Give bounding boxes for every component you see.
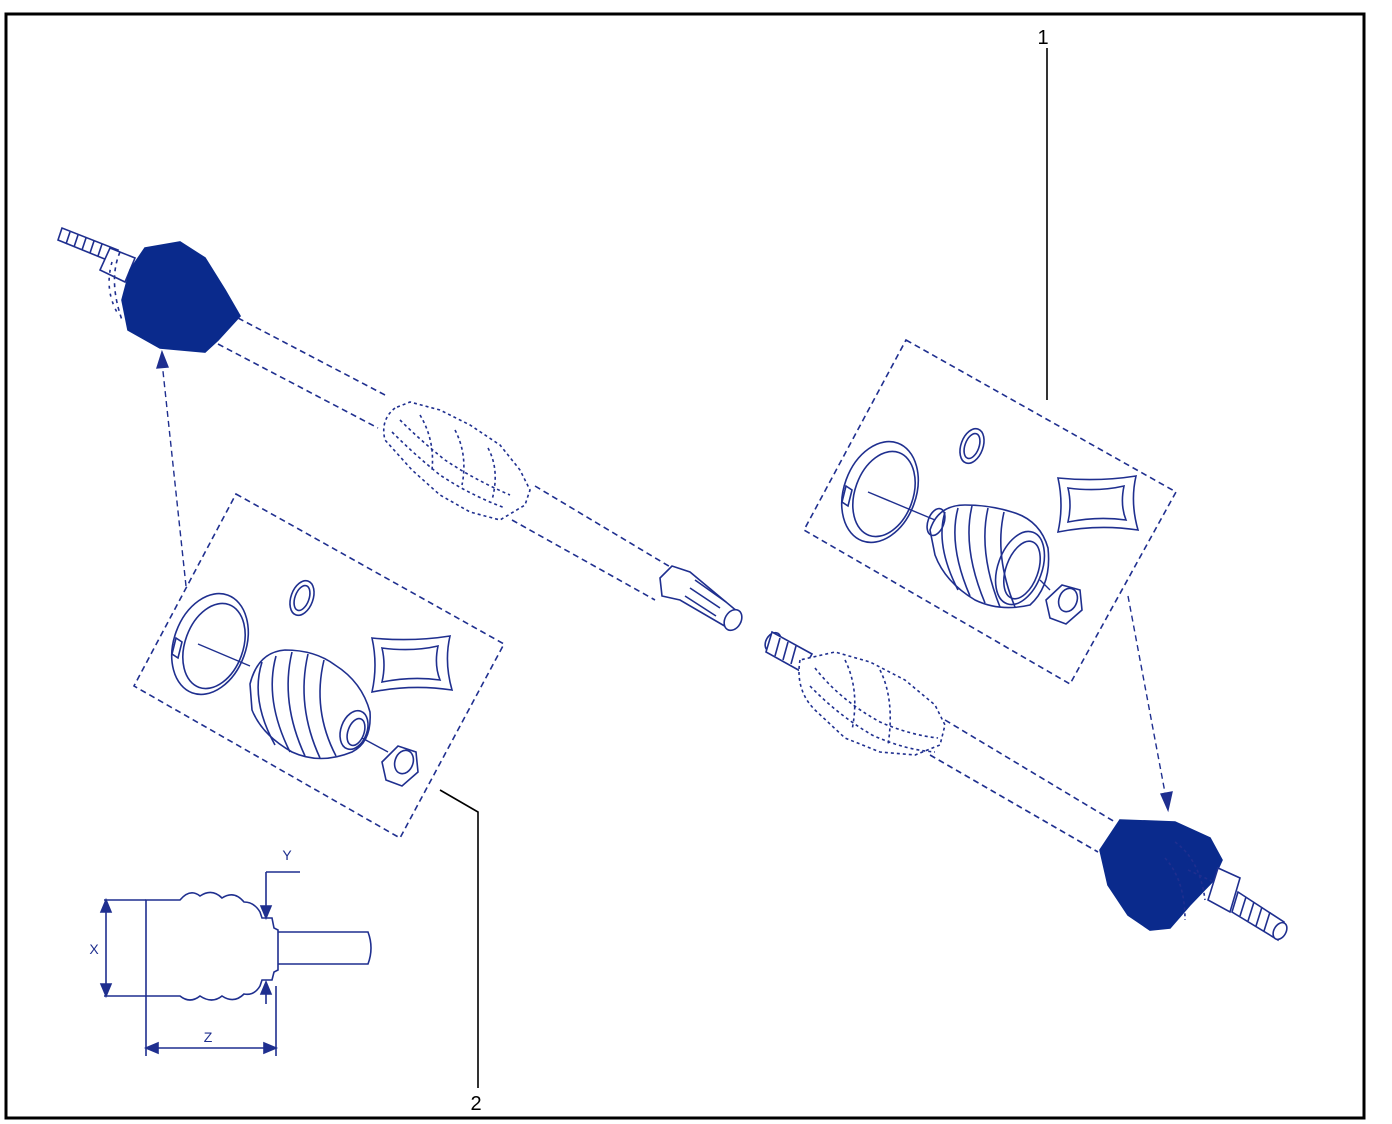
callout-label-2: 2 [470,1093,481,1115]
callout-label-1: 1 [1037,27,1048,49]
left-half-shaft [217,317,673,601]
right-half-shaft [929,719,1116,853]
kit-left-boot-icon [249,649,371,760]
kit-left-snap-ring-icon [289,579,315,617]
arrow-left-kit-to-boot [161,361,187,587]
boot-kit-left [132,492,506,840]
boot-profile-outline [145,891,279,1001]
left-outer-cv-boot [108,241,241,353]
kit-right-boot-icon [926,504,1050,609]
callout-leaders [439,48,1048,1088]
leader-line-2 [439,789,479,1088]
boot-kit-right [802,338,1178,686]
right-shaft-stub [1207,866,1288,942]
kit-right-snap-ring-icon [959,427,985,465]
assembly-arrows [156,349,1173,813]
boot-dimension-detail [99,871,372,1056]
centre-stub-shaft [659,565,743,632]
diagram-border [4,12,1366,1120]
left-inner-joint-housing [382,401,531,521]
kit-left-grease-packet-icon [370,635,454,694]
dimension-label-y: Y [282,847,292,863]
left-shaft-stub [57,226,137,284]
right-outer-cv-boot [1099,819,1231,931]
arrow-right-kit-to-boot [1127,595,1167,799]
right-inner-joint-housing [798,651,946,756]
dimension-label-z: Z [204,1029,213,1045]
shaft-profile [278,931,372,965]
drive-shaft-assembly [57,226,1288,942]
dimension-label-x: X [89,941,99,957]
kit-left-clamp-band-icon [170,592,250,696]
kit-left-dashed-box [132,492,506,840]
kit-right-clamp-band-icon [840,440,920,544]
kit-left-nut-icon [381,745,419,787]
kit-right-nut-icon [1045,584,1083,625]
kit-right-grease-packet-icon [1056,475,1140,534]
